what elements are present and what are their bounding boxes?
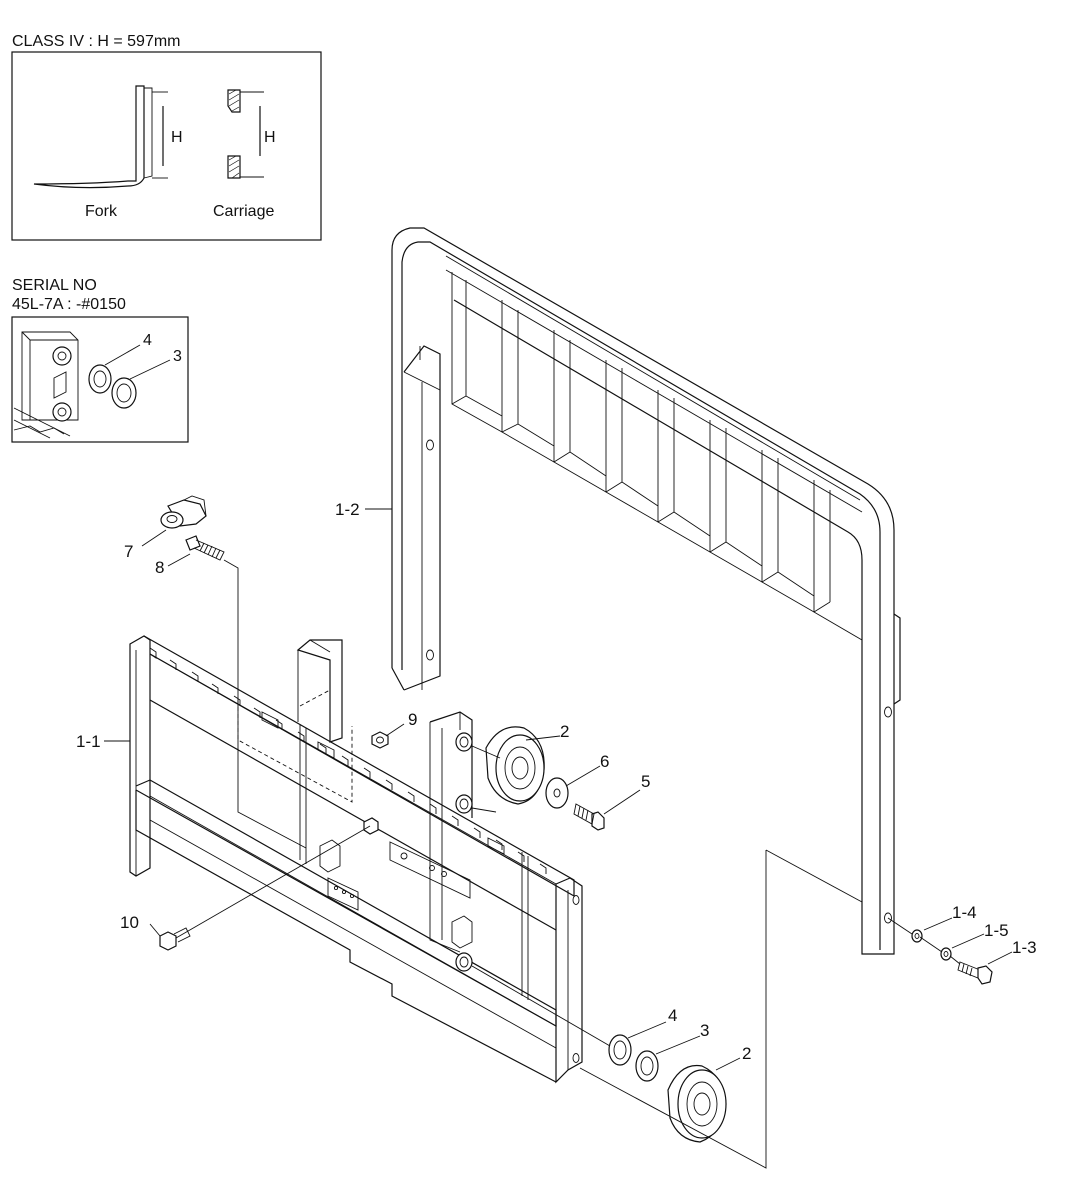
bolt-part-10 [159, 927, 191, 951]
serial-no-title: SERIAL NO [12, 277, 97, 294]
washer-part-1-5 [940, 947, 952, 961]
callout-1-1: 1-1 [76, 732, 101, 751]
bolt-part-8 [185, 535, 225, 561]
callout-1-5: 1-5 [984, 921, 1009, 940]
serial-callout-3: 3 [173, 348, 182, 365]
carriage-top-notches [149, 647, 547, 874]
washer-part-3 [635, 1050, 659, 1082]
callout-7: 7 [124, 542, 133, 561]
class-title: CLASS IV : H = 597mm [12, 33, 181, 50]
serial-no-range: 45L-7A : -#0150 [12, 296, 126, 313]
carriage-profile-drawing: H [227, 89, 276, 179]
callout-1-2: 1-2 [335, 500, 360, 519]
callout-4: 4 [668, 1006, 677, 1025]
callout-8: 8 [155, 558, 164, 577]
callout-5: 5 [641, 772, 650, 791]
fork-h-label: H [171, 129, 183, 146]
carriage-nut [363, 817, 379, 835]
callout-6: 6 [600, 752, 609, 771]
washer-part-4 [608, 1034, 632, 1066]
load-backrest [391, 227, 901, 955]
washer-part-1-4 [911, 929, 923, 943]
serial-inset: 4 3 [11, 316, 189, 443]
callout-1-3: 1-3 [1012, 938, 1037, 957]
sensor-part-7 [160, 495, 207, 529]
carriage-h-label: H [264, 129, 276, 146]
roller-upper-2 [485, 726, 545, 805]
fork-profile-drawing: H [33, 85, 183, 189]
nut-part-9 [371, 731, 389, 749]
screw-part-5 [573, 803, 605, 831]
fork-carriage [129, 635, 583, 1084]
callout-2-upper: 2 [560, 722, 569, 741]
assembly-lines [175, 559, 961, 1169]
washer-part-6 [545, 777, 569, 809]
serial-callout-4: 4 [143, 332, 152, 349]
backrest-vertical-bars [451, 272, 863, 641]
fork-label: Fork [85, 203, 118, 220]
callout-leaders [104, 508, 1013, 1071]
callout-10: 10 [120, 913, 139, 932]
callout-3: 3 [700, 1021, 709, 1040]
bolt-part-1-3 [957, 961, 993, 985]
callout-1-4: 1-4 [952, 903, 977, 922]
callout-2-lower: 2 [742, 1044, 751, 1063]
carriage-label: Carriage [213, 203, 274, 220]
class-inset: H Fork H Carriage [11, 51, 322, 241]
callout-9: 9 [408, 710, 417, 729]
